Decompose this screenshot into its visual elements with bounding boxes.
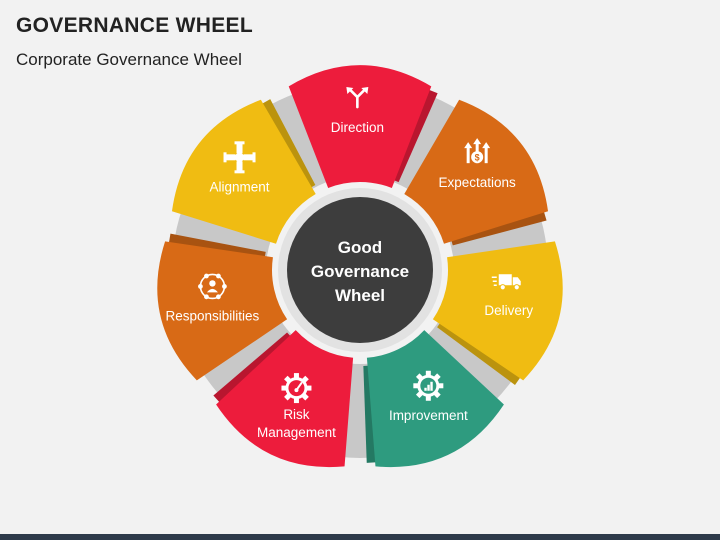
segment-improvement: Improvement [363,330,504,468]
person-network-icon [198,273,227,300]
footer-bar [0,534,720,540]
hub-circle [287,197,433,343]
segment-side [451,210,547,246]
separator-wedge [426,319,520,404]
segment-wedge [404,99,549,244]
segment-wedge [288,65,432,188]
separator-wedge [200,319,294,404]
segment-label: Responsibilities [166,308,260,323]
segment-label: Direction [331,120,384,135]
segment-side [393,89,438,183]
svg-text:$: $ [475,153,480,163]
segment-side [261,99,316,188]
segment-side [437,323,521,385]
segment-wedge [432,241,563,381]
money-growth-icon: $ [464,138,491,164]
segment-side [213,332,291,404]
segment-direction: Direction [288,65,438,188]
segment-side [168,233,266,257]
segment-label: Improvement [389,408,468,423]
direction-arrows-icon [346,87,369,109]
segment-label: Risk [283,407,309,422]
gear-chart-icon [413,370,444,401]
hub-label: Good [338,238,382,257]
segment-responsibilities: Responsibilities [157,233,288,381]
segment-wedge [216,330,354,468]
segment-label: Delivery [484,303,533,318]
page-title: GOVERNANCE WHEEL [16,14,253,37]
delivery-truck-icon [491,274,521,291]
hub-label: Governance [311,262,409,281]
segment-label: Alignment [210,179,270,194]
gauge-gear-icon [281,373,312,404]
wheel-segments: Direction $ ExpectationsDeliveryImprovemen… [157,65,563,468]
segment-label: Expectations [439,175,517,190]
segment-wedge [157,241,288,381]
segment-delivery: Delivery [432,241,563,385]
separator-wedge [390,92,461,191]
segment-alignment: Alignment [171,99,316,244]
segment-expectations: $ Expectations [404,99,549,246]
segment-label: Management [257,425,336,440]
hands-together-icon [223,141,256,174]
segment-wedge [366,330,504,468]
page-subtitle: Corporate Governance Wheel [16,50,242,69]
hub-label: Wheel [335,286,385,305]
